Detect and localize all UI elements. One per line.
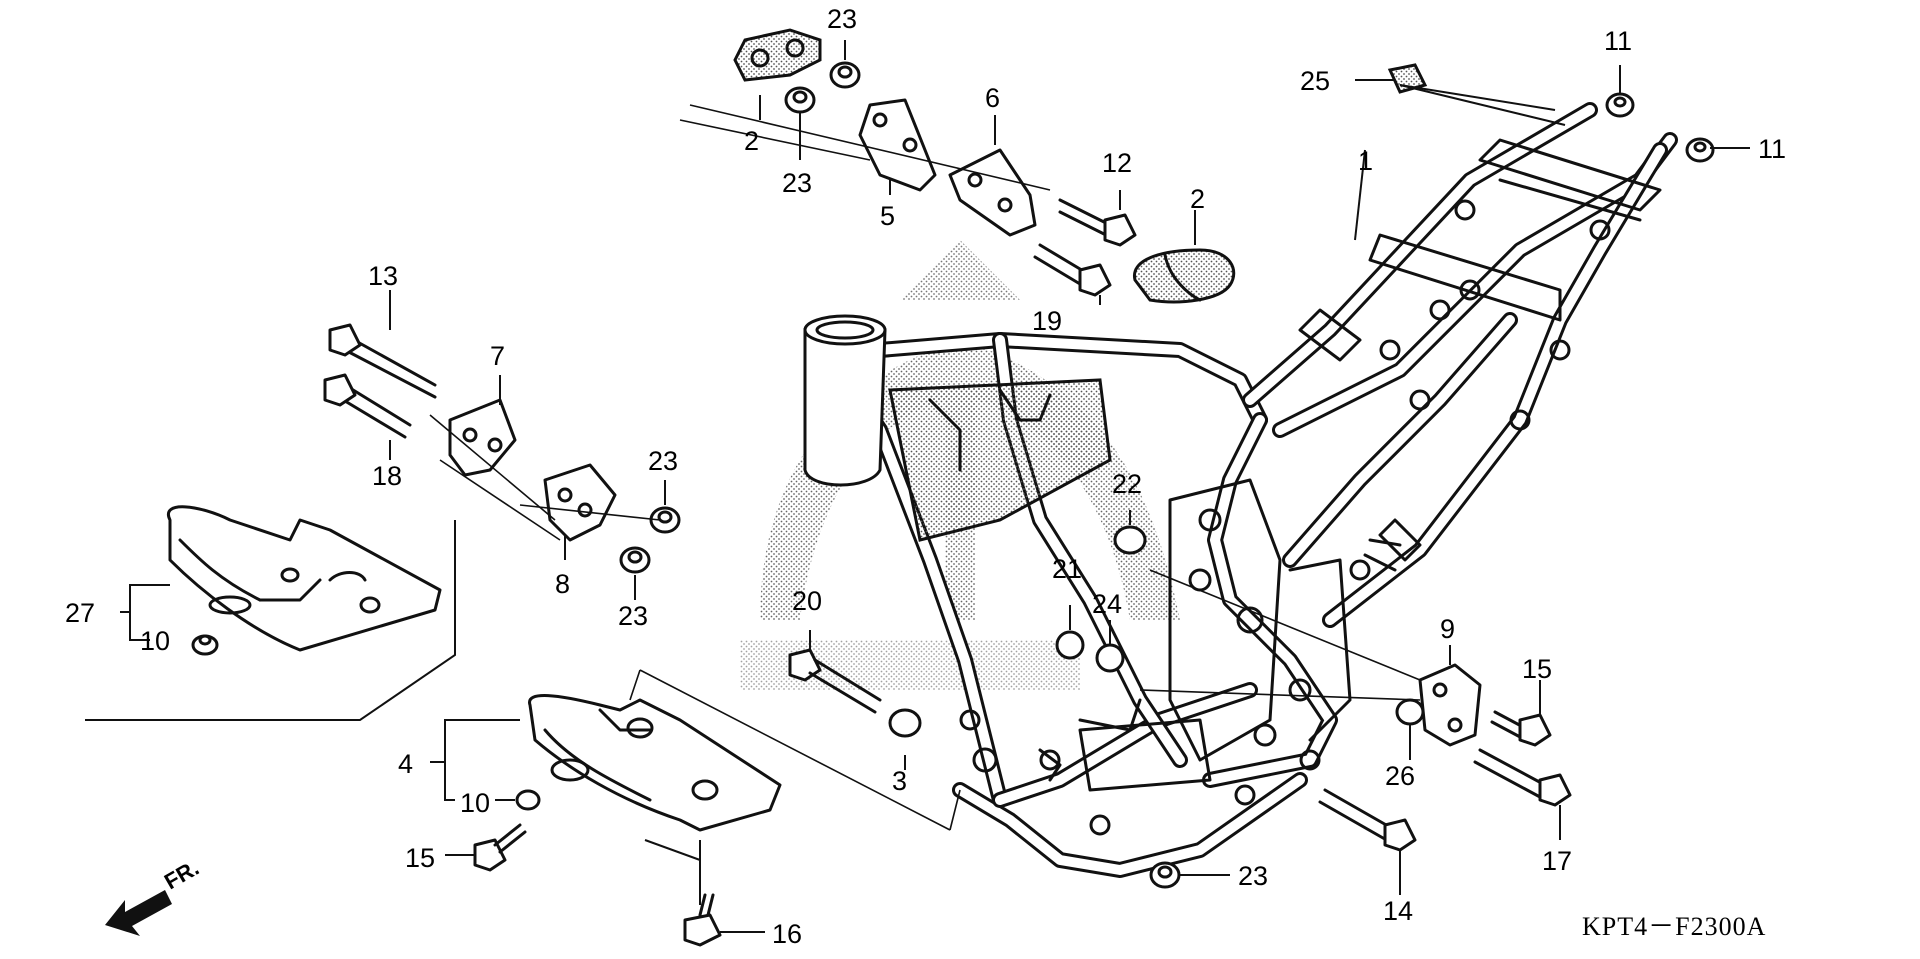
callout-1: 1 xyxy=(1358,146,1373,176)
callout-2-upper: 2 xyxy=(744,126,759,156)
callout-25: 25 xyxy=(1300,66,1330,96)
callout-16: 16 xyxy=(772,919,802,949)
callout-8: 8 xyxy=(555,569,570,599)
bolt-13 xyxy=(328,323,437,399)
callout-23-mid-2: 23 xyxy=(618,601,648,631)
callout-14: 14 xyxy=(1383,896,1413,926)
callout-17: 17 xyxy=(1542,846,1572,876)
nut-23-bottom xyxy=(1149,861,1181,889)
bolt-19 xyxy=(1033,243,1112,297)
collar-26 xyxy=(1395,698,1425,726)
collar-3 xyxy=(888,708,922,738)
callout-11-right: 11 xyxy=(1758,134,1786,164)
bolt-15-right xyxy=(1490,710,1552,747)
collar-21 xyxy=(1055,630,1085,660)
part-2-damper-middle xyxy=(1133,248,1236,304)
callout-19: 19 xyxy=(1032,306,1062,336)
callout-23-top: 23 xyxy=(827,4,857,34)
part-9-plate xyxy=(1418,663,1482,747)
callout-10-upper: 10 xyxy=(140,626,170,656)
callout-7: 7 xyxy=(490,341,505,371)
nut-23-top xyxy=(829,61,861,89)
front-direction-arrow-icon: FR. xyxy=(105,855,203,936)
callout-11-top: 11 xyxy=(1604,26,1632,56)
part-2-damper-upper xyxy=(733,28,822,82)
bolt-14 xyxy=(1318,788,1417,852)
main-frame-assembly xyxy=(803,102,1678,878)
callout-9: 9 xyxy=(1440,614,1455,644)
nut-23-mid-1 xyxy=(649,506,681,534)
nut-23-mid-2 xyxy=(619,546,651,574)
callout-10-lower: 10 xyxy=(460,788,490,818)
callout-27: 27 xyxy=(65,598,95,628)
callout-15-right: 15 xyxy=(1522,654,1552,684)
part-8-bracket xyxy=(543,463,617,542)
collar-22 xyxy=(1113,525,1147,555)
clip-25 xyxy=(1387,63,1428,94)
washer-10-upper xyxy=(191,634,219,656)
skid-plate-4 xyxy=(528,694,782,832)
front-direction-label: FR. xyxy=(160,855,203,894)
bolt-15-left xyxy=(473,823,527,872)
collar-24 xyxy=(1095,643,1125,673)
diagram-code: KPT4－F2300A xyxy=(1582,912,1766,941)
part-7-bracket xyxy=(448,398,517,477)
bolt-12 xyxy=(1058,198,1137,247)
callout-3: 3 xyxy=(892,766,907,796)
callout-21: 21 xyxy=(1052,554,1082,584)
callout-23-mid-1: 23 xyxy=(648,446,678,476)
callout-15-left: 15 xyxy=(405,843,435,873)
callout-18: 18 xyxy=(372,461,402,491)
skid-plate-27 xyxy=(166,505,442,652)
callout-23-bottom: 23 xyxy=(1238,861,1268,891)
callout-12: 12 xyxy=(1102,148,1132,178)
part-6-bracket xyxy=(948,148,1037,237)
callout-22: 22 xyxy=(1112,469,1142,499)
bolt-18 xyxy=(323,373,412,439)
callout-24: 24 xyxy=(1092,589,1122,619)
callout-23-upper-left: 23 xyxy=(782,168,812,198)
bolt-17 xyxy=(1473,748,1572,807)
callout-5: 5 xyxy=(880,201,895,231)
bolt-20 xyxy=(788,648,882,714)
nut-23-upper-left xyxy=(784,86,816,114)
callout-13: 13 xyxy=(368,261,398,291)
callout-2-middle: 2 xyxy=(1190,184,1205,214)
callout-4: 4 xyxy=(398,749,413,779)
callout-26: 26 xyxy=(1385,761,1415,791)
part-5-bracket xyxy=(858,98,937,192)
washer-10-lower xyxy=(515,789,541,811)
callout-6: 6 xyxy=(985,83,1000,113)
nut-11-right xyxy=(1685,137,1715,163)
bolt-16 xyxy=(683,893,722,947)
nut-11-top xyxy=(1605,92,1635,118)
callout-20: 20 xyxy=(792,586,822,616)
